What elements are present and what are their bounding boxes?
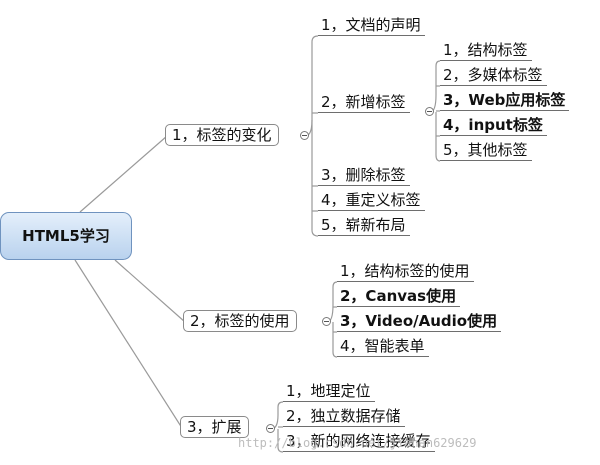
topic-local-storage[interactable]: 2，独立数据存储 (283, 407, 405, 427)
topic-network-cache[interactable]: 3，新的网络连接缓存 (283, 432, 435, 452)
topic-structure-tags[interactable]: 1，结构标签 (440, 41, 532, 61)
collapse-toggle-icon[interactable] (266, 424, 275, 433)
root-topic-html5[interactable]: HTML5学习 (0, 212, 132, 260)
topic-removed-tags[interactable]: 3，删除标签 (318, 166, 410, 186)
collapse-toggle-icon[interactable] (425, 107, 434, 116)
root-to-branch-2 (114, 259, 186, 323)
topic-new-layout[interactable]: 5，崭新布局 (318, 216, 410, 236)
collapse-toggle-icon[interactable] (300, 131, 309, 140)
topic-video-audio-usage[interactable]: 3，Video/Audio使用 (337, 312, 502, 332)
branch-tag-changes[interactable]: 1，标签的变化 (165, 124, 279, 146)
branch-extensions[interactable]: 3，扩展 (180, 416, 249, 438)
topic-multimedia-tags[interactable]: 2，多媒体标签 (440, 66, 547, 86)
branch-tag-usage[interactable]: 2，标签的使用 (183, 310, 297, 332)
topic-geolocation[interactable]: 1，地理定位 (283, 382, 375, 402)
collapse-toggle-icon[interactable] (322, 317, 331, 326)
topic-structure-tag-usage[interactable]: 1，结构标签的使用 (337, 262, 474, 282)
bracket-line (311, 120, 319, 237)
topic-smart-forms[interactable]: 4，智能表单 (337, 337, 429, 357)
topic-input-tag[interactable]: 4，input标签 (440, 116, 547, 136)
topic-redefined-tags[interactable]: 4，重定义标签 (318, 191, 425, 211)
root-to-branch-1 (79, 135, 168, 213)
topic-doc-declaration[interactable]: 1，文档的声明 (318, 16, 425, 36)
topic-web-app-tags[interactable]: 3，Web应用标签 (440, 91, 570, 111)
bracket-line (435, 112, 441, 162)
topic-canvas-usage[interactable]: 2，Canvas使用 (337, 287, 461, 307)
bracket-line (277, 429, 284, 453)
topic-new-tags[interactable]: 2，新增标签 (318, 93, 410, 113)
root-to-branch-3 (74, 259, 183, 429)
bracket-line (326, 281, 338, 323)
bracket-line (332, 322, 338, 358)
watermark: http://blog.csdn.net/jiahan629629 (238, 436, 477, 450)
topic-other-tags[interactable]: 5，其他标签 (440, 141, 532, 161)
